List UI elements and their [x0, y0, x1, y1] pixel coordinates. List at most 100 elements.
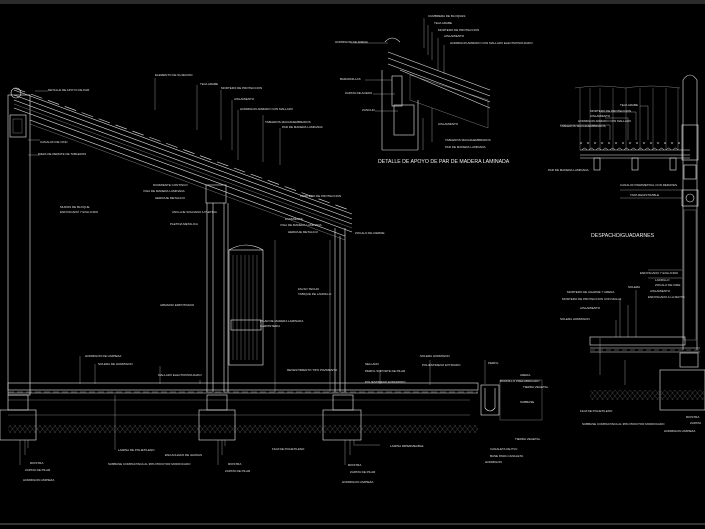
- annotation-label: SELLADO: [365, 362, 380, 366]
- bottom-border: [0, 523, 705, 525]
- annotation-label: CANALON PERIMETRAL CON REMATES: [620, 183, 677, 187]
- annotation-label: HORMIGON LIMPIEZA: [23, 478, 54, 482]
- annotation-label: CUMBRERA DE BLOQUES: [428, 14, 465, 18]
- annotation-label: ZAPATA DE ACERO: [345, 91, 373, 95]
- annotation-label: ZOCALO DE CIERRE: [355, 231, 385, 235]
- annotation-label: SOLERA HORMIGON: [420, 354, 450, 358]
- annotation-label: HORMIGON DE ARENA: [335, 40, 368, 44]
- annotation-label: REVESTIMIENTO TIPO PAVIMENTO: [287, 368, 338, 372]
- annotation-label: ARENA: [520, 373, 530, 377]
- annotation-label: MORTERO DE PROTECCION CON MALLA: [562, 297, 621, 301]
- annotation-label: PERFIL: [488, 361, 499, 365]
- annotation-label: HORMIGON ARMADO CON MALLAZO ELECTROSOLDA…: [450, 41, 533, 45]
- annotation-label: ANCLAJE SOLDADO A PLETINA: [172, 210, 217, 214]
- annotation-label: ZAPATA DE PILAR: [225, 469, 251, 473]
- annotation-label: SUBBASE COMPACTADA AL 95% PROCTOR MODIFI…: [108, 462, 191, 466]
- annotation-label: CARPINTERIA: [260, 324, 280, 328]
- annotation-label: ENCACHADO DE GRAVAS: [165, 453, 202, 457]
- annotation-label: CANALETA DE PVC: [490, 447, 518, 451]
- annotation-label: AISLAMIENTO: [590, 114, 611, 118]
- annotation-label: MORTERO DE PROTECCION: [590, 109, 631, 113]
- annotation-label: PERFIL SOPORTE DE PILAR: [365, 369, 406, 373]
- left-brick-wall: [7, 94, 31, 396]
- annotation-label: RIOSTRA: [686, 415, 699, 419]
- annotation-label: VIGA DE MADERA LAMINADA: [280, 223, 322, 227]
- annotation-label: PLETINA METALICA: [170, 222, 198, 226]
- rafter-support-detail: DETALLE DE APOYO DE PAR DE MADERA LAMINA…: [378, 37, 510, 165]
- annotation-label: SUBBASE: [520, 400, 534, 404]
- annotation-label: PAR DE MADERA LAMINADA: [282, 125, 323, 129]
- annotation-label: TAPA REGISTRABLE: [630, 193, 659, 197]
- annotation-label: ENFOSCADO A LA MAYTA: [648, 295, 685, 299]
- annotation-label: HORMIGON LIMPIEZA: [342, 480, 373, 484]
- drain-channel: [480, 379, 543, 421]
- annotation-label: ZUNCHO: [362, 108, 375, 112]
- annotation-label: POLIESTIRENO EXTRUIDO: [422, 363, 461, 367]
- beam-support: [205, 184, 227, 204]
- wardrobe-door: [228, 244, 264, 366]
- annotation-label: VIGA DE MADERA LAMINADA: [143, 189, 185, 193]
- annotation-label: MORTERO DE AGARRE Y ARENA: [567, 290, 614, 294]
- annotation-label: RIOSTRA: [30, 461, 43, 465]
- annotation-label: LAMINA IMPERMEABLE: [390, 444, 424, 448]
- annotation-label: AISLAMIENTO: [650, 289, 671, 293]
- annotation-label: PAR DE MADERA LAMINADA: [445, 145, 486, 149]
- floor-slab: [7, 382, 479, 433]
- room-title: DESPACHO/GUADARNES: [591, 233, 655, 239]
- annotation-label: TABIQUE DE LADRILLO: [298, 292, 332, 296]
- annotation-label: TEJA ARABE: [620, 103, 638, 107]
- annotation-label: ZAPATA DE PILAR: [25, 468, 51, 472]
- annotation-label: TIERRA VEGETAL: [523, 385, 549, 389]
- footings: [0, 394, 362, 441]
- annotation-label: AISLAMIENTO: [234, 97, 255, 101]
- roof-labels: DETALLE DE APOYO DE PAR ELEMENTO DE SUJE…: [28, 73, 385, 328]
- annotation-label: MORTERO DE PROTECCION: [300, 194, 341, 198]
- detail-labels: CUMBRERA DE BLOQUES TEJA ARABE MORTERO D…: [335, 14, 533, 150]
- annotation-label: BASE PARA CANALETA: [490, 454, 523, 458]
- annotation-label: BORDILLO PREFABRICADO: [500, 379, 540, 383]
- annotation-label: PILAR DE MADERA LAMINADA: [260, 319, 303, 323]
- annotation-label: SUBBASE COMPACTADA AL 95% PROCTOR MODIFI…: [582, 422, 665, 426]
- annotation-label: TABLEROS MACHIHEMBRADOS: [445, 138, 491, 142]
- annotation-label: ZAPATA: [690, 421, 701, 425]
- annotation-label: HERRAJE METALICO: [155, 196, 186, 200]
- detail-title: DETALLE DE APOYO DE PAR DE MADERA LAMINA…: [378, 159, 510, 165]
- floor-labels: HORMIGON DE LIMPIEZA SOLERA DE HORMIGON …: [19, 354, 541, 484]
- annotation-label: AISLAMIENTO: [580, 306, 601, 310]
- annotation-label: AISLAMIENTO: [438, 122, 459, 126]
- annotation-label: HORMIGON ARMADO CON MALLAZO: [578, 119, 632, 123]
- annotation-label: DETALLE DE APOYO DE PAR: [48, 88, 90, 92]
- annotation-label: LAMINA DE POLIETILENO: [118, 448, 155, 452]
- annotation-label: ZOCALO DE CIRE: [655, 283, 680, 287]
- annotation-label: RIOSTRA: [228, 462, 241, 466]
- annotation-label: FILM DE POLIETILENO: [272, 447, 305, 451]
- annotation-label: SOLERA: [628, 285, 640, 289]
- annotation-label: LADRILLO: [655, 278, 670, 282]
- annotation-label: ENFOSCADO Y ENLUCIDO: [640, 271, 679, 275]
- annotation-label: TABLEROS MACHIHEMBRADOS: [265, 120, 311, 124]
- annotation-label: MORTERO DE PROTECCION: [438, 28, 479, 32]
- annotation-label: HORMIGON ARMADO CON MALLAZO: [240, 107, 294, 111]
- annotation-label: TEJA ARABE: [434, 21, 452, 25]
- roof-assembly: [13, 87, 353, 241]
- annotation-label: AISLAMIENTO: [444, 34, 465, 38]
- annotation-label: FALSO TECHO: [298, 287, 320, 291]
- top-border: [0, 0, 705, 4]
- annotation-label: DURMIENTE: [285, 217, 303, 221]
- annotation-label: TIERRA VEGETAL: [515, 437, 541, 441]
- right-section: DESPACHO/GUADARNES: [574, 74, 705, 411]
- annotation-label: SOLERA DE HORMIGON: [98, 362, 133, 366]
- annotation-label: SOLERA HORMIGON: [560, 317, 590, 321]
- annotation-label: POLIESTIRENO EXPANDIDO: [365, 380, 406, 384]
- annotation-label: MORTERO DE PROTECCION: [221, 86, 262, 90]
- annotation-label: HORMIGON DE LIMPIEZA: [85, 354, 121, 358]
- annotation-label: CANALON DE CINC: [40, 140, 69, 144]
- annotation-label: HORMIGON LIMPIEZA: [664, 429, 695, 433]
- right-labels: TEJA ARABE MORTERO DE PROTECCION AISLAMI…: [520, 103, 701, 433]
- annotation-label: TABLEROS MACHIHEMBRADOS: [560, 124, 606, 128]
- annotation-label: ELEMENTO DE SUJECION: [155, 73, 192, 77]
- annotation-label: PIEZA DE REMATE DE TABLEROS: [38, 152, 86, 156]
- annotation-label: HORMIGON: [485, 460, 502, 464]
- annotation-label: TEJA ARABE: [200, 82, 218, 86]
- annotation-label: ARMARIO EMPOTRADO: [160, 303, 195, 307]
